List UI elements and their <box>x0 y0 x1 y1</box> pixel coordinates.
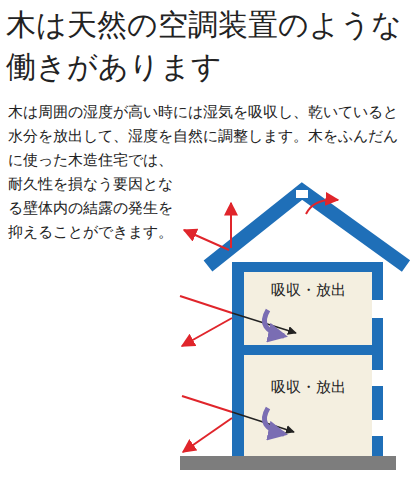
moisture-arrows <box>180 200 338 452</box>
walls <box>232 262 383 456</box>
roof <box>208 191 406 266</box>
room-box: 吸収・放出 <box>244 355 372 456</box>
roof-vent <box>296 190 308 198</box>
room-label: 吸収・放出 <box>269 377 348 397</box>
heading: 木は天然の空調装置のような働きがあります <box>6 4 414 88</box>
body-text-block: 木は周囲の湿度が高い時には湿気を吸収し、乾いていると水分を放出して、湿度を自然に… <box>8 100 411 478</box>
lower-room <box>244 355 372 456</box>
room-box: 吸収・放出 <box>244 272 372 345</box>
room-label: 吸収・放出 <box>269 280 348 300</box>
body-text: 木は周囲の湿度が高い時には湿気を吸収し、乾いていると水分を放出して、湿度を自然に… <box>8 103 398 241</box>
absorb-release-arrows <box>264 310 284 434</box>
ground <box>180 456 396 470</box>
upper-room <box>244 272 372 345</box>
